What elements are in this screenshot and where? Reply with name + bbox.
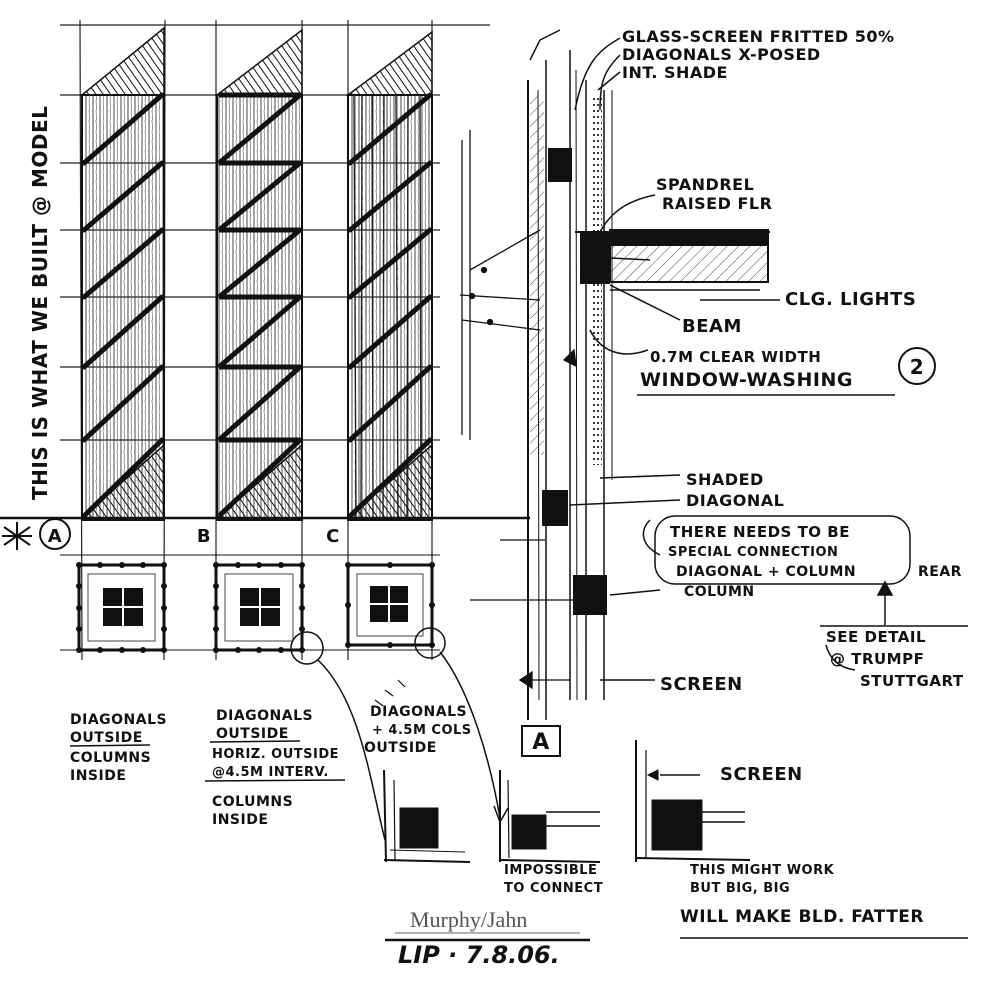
grid-label-b: B — [197, 526, 211, 547]
svg-text:TO CONNECT: TO CONNECT — [504, 881, 603, 896]
leader-to-detail-2 — [439, 651, 501, 819]
plan-option-3 — [345, 562, 435, 648]
grid-label-c: C — [326, 526, 340, 547]
svg-text:RAISED FLR: RAISED FLR — [662, 194, 772, 213]
tower-elevation-2 — [214, 28, 303, 521]
svg-text:STUTTGART: STUTTGART — [860, 672, 964, 690]
svg-text:DIAGONAL + COLUMN: DIAGONAL + COLUMN — [676, 564, 856, 580]
tower-elevation-1 — [79, 26, 165, 521]
svg-text:WINDOW-WASHING: WINDOW-WASHING — [640, 369, 853, 391]
svg-text:HORIZ. OUTSIDE: HORIZ. OUTSIDE — [212, 747, 339, 762]
detail-mark: A — [532, 730, 550, 755]
svg-text:SPECIAL CONNECTION: SPECIAL CONNECTION — [668, 545, 838, 560]
svg-text:OUTSIDE: OUTSIDE — [70, 730, 143, 746]
svg-text:IMPOSSIBLE: IMPOSSIBLE — [504, 863, 597, 878]
svg-text:@ TRUMPF: @ TRUMPF — [830, 650, 924, 668]
option-note-2: DIAGONALS OUTSIDE HORIZ. OUTSIDE @4.5M I… — [204, 708, 346, 828]
floor-slab — [575, 229, 770, 291]
tower-elevation-3 — [345, 30, 433, 521]
side-note: THIS IS WHAT WE BUILT @ MODEL — [28, 106, 52, 500]
leader-to-detail-1 — [317, 659, 386, 841]
svg-text:GLASS-SCREEN FRITTED 50%: GLASS-SCREEN FRITTED 50% — [622, 27, 895, 46]
svg-text:SPANDREL: SPANDREL — [656, 175, 754, 194]
svg-text:BEAM: BEAM — [682, 316, 742, 337]
svg-text:SCREEN: SCREEN — [660, 674, 743, 695]
diagonal-section-lower — [542, 490, 568, 526]
svg-text:DIAGONALS: DIAGONALS — [370, 704, 467, 720]
svg-text:COLUMNS: COLUMNS — [70, 750, 151, 766]
wall-section — [527, 29, 613, 720]
brand-label: Murphy/Jahn — [410, 907, 527, 932]
svg-text:THIS MIGHT WORK: THIS MIGHT WORK — [690, 863, 835, 878]
plan-option-1 — [76, 562, 167, 653]
svg-text:+ 4.5M COLS: + 4.5M COLS — [372, 723, 472, 738]
option-note-1: DIAGONALS OUTSIDE COLUMNS INSIDE — [69, 712, 167, 784]
svg-text:SEE DETAIL: SEE DETAIL — [826, 628, 926, 646]
detail-callout-circle-3 — [414, 627, 446, 659]
svg-text:OUTSIDE: OUTSIDE — [364, 740, 437, 756]
detail-notes: SCREEN IMPOSSIBLE TO CONNECT THIS MIGHT … — [504, 764, 968, 939]
column-section — [573, 575, 607, 615]
detail-callout-circle-2 — [290, 631, 324, 665]
svg-text:COLUMN: COLUMN — [684, 584, 755, 600]
detail-1 — [383, 769, 471, 863]
grid-bubble-a — [39, 518, 71, 550]
svg-text:SCREEN: SCREEN — [720, 764, 803, 785]
svg-text:CLG. LIGHTS: CLG. LIGHTS — [785, 289, 916, 310]
diagonal-section-upper — [548, 148, 572, 182]
svg-text:WILL MAKE BLD. FATTER: WILL MAKE BLD. FATTER — [680, 907, 924, 927]
note-leaders — [569, 37, 968, 681]
svg-text:DIAGONALS: DIAGONALS — [70, 712, 167, 728]
svg-text:COLUMNS: COLUMNS — [212, 794, 293, 810]
detail-2 — [499, 770, 601, 863]
svg-text:2: 2 — [910, 355, 924, 379]
section-notes: GLASS-SCREEN FRITTED 50% DIAGONALS X-POS… — [622, 27, 964, 695]
svg-text:DIAGONALS X-POSED: DIAGONALS X-POSED — [622, 45, 821, 64]
svg-text:@4.5M INTERV.: @4.5M INTERV. — [212, 765, 329, 780]
svg-text:SHADED: SHADED — [686, 470, 764, 489]
star-mark — [2, 522, 32, 550]
svg-text:INT. SHADE: INT. SHADE — [622, 63, 728, 82]
signature-date: LIP · 7.8.06. — [398, 941, 560, 969]
grid-label-a: A — [48, 526, 62, 547]
svg-text:BUT BIG, BIG: BUT BIG, BIG — [690, 881, 790, 896]
svg-text:INSIDE: INSIDE — [70, 768, 126, 784]
svg-text:DIAGONAL: DIAGONAL — [686, 491, 784, 510]
svg-text:0.7M CLEAR WIDTH: 0.7M CLEAR WIDTH — [650, 348, 821, 366]
svg-text:INSIDE: INSIDE — [212, 812, 268, 828]
svg-text:OUTSIDE: OUTSIDE — [216, 726, 289, 742]
detail-3 — [635, 740, 751, 862]
svg-text:DIAGONALS: DIAGONALS — [216, 708, 313, 724]
plan-option-2 — [213, 562, 305, 653]
section-markers — [459, 130, 577, 690]
svg-text:REAR: REAR — [918, 564, 962, 580]
detail-mark-box — [521, 725, 561, 757]
svg-text:THERE NEEDS TO BE: THERE NEEDS TO BE — [670, 523, 850, 541]
option-note-3: DIAGONALS + 4.5M COLS OUTSIDE — [364, 704, 472, 756]
